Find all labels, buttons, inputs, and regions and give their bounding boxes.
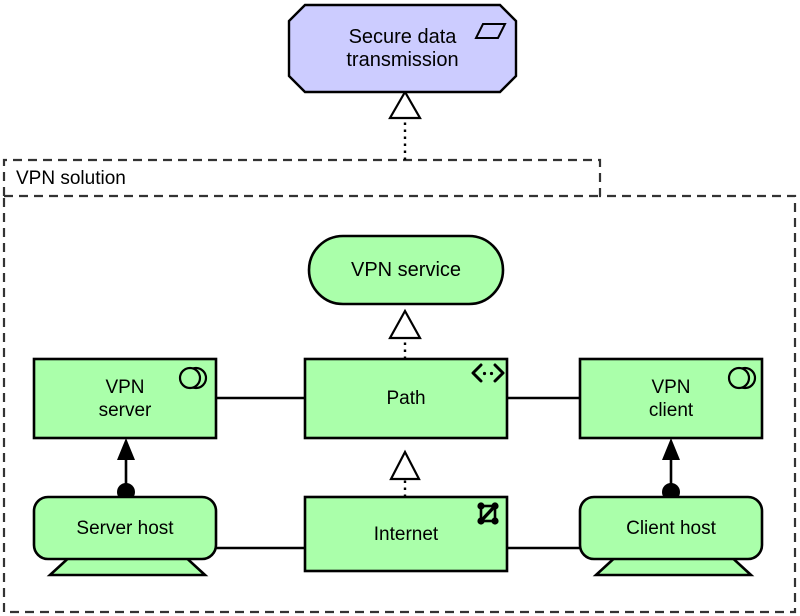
assignment-arrow-server — [117, 438, 135, 460]
contract-secure-data-transmission[interactable] — [289, 5, 516, 92]
assignment-arrow-client — [662, 438, 680, 460]
realization-triangle-grouping-contract — [388, 89, 422, 120]
component-path[interactable] — [305, 359, 507, 438]
interface-circle-icon-client — [727, 366, 757, 390]
device-internet[interactable] — [305, 497, 507, 571]
realization-triangle-path-service — [388, 308, 422, 340]
interface-circle-icon-server — [178, 366, 208, 390]
grouping-boundary — [2, 158, 797, 614]
device-server-host[interactable] — [34, 497, 216, 575]
network-mesh-icon — [477, 502, 499, 525]
service-vpn-service[interactable] — [309, 236, 503, 304]
device-client-host-shape[interactable] — [578, 495, 764, 577]
realization-triangle-internet-path — [389, 449, 421, 481]
component-vpn-server[interactable] — [34, 359, 216, 438]
component-vpn-client[interactable] — [580, 359, 762, 438]
device-server-host-shape[interactable] — [32, 495, 218, 577]
bidirectional-path-icon — [471, 363, 505, 383]
device-internet-shape[interactable] — [303, 495, 509, 573]
parallelogram-icon — [474, 23, 507, 39]
service-shape[interactable] — [307, 234, 505, 306]
device-client-host[interactable] — [580, 497, 762, 575]
contract-shape[interactable] — [287, 3, 518, 94]
